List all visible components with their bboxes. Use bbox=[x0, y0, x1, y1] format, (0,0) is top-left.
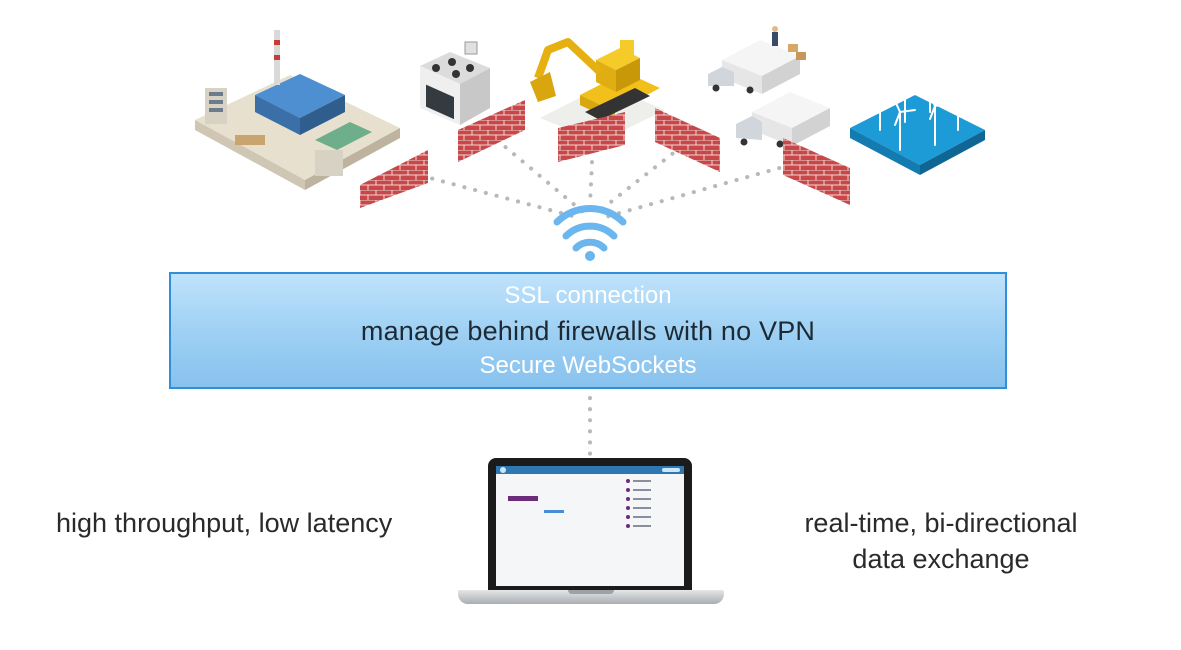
ssl-connection-banner: SSL connection manage behind firewalls w… bbox=[169, 272, 1007, 389]
delivery-trucks-icon bbox=[708, 26, 830, 148]
right-caption-line2: data exchange bbox=[852, 544, 1030, 574]
app-side-list bbox=[626, 478, 676, 532]
laptop-icon bbox=[458, 458, 724, 616]
list-item bbox=[626, 478, 676, 483]
app-logo-icon bbox=[500, 467, 506, 473]
right-caption: real-time, bi-directional data exchange bbox=[772, 505, 1110, 577]
banner-firewall-text: manage behind firewalls with no VPN bbox=[360, 315, 816, 346]
factory-icon bbox=[195, 30, 400, 190]
wifi-icon bbox=[553, 205, 627, 261]
laptop-screen bbox=[496, 466, 684, 586]
laptop-base bbox=[458, 590, 724, 604]
app-menu-item bbox=[508, 496, 538, 501]
banner-ssl-connection: SSL connection bbox=[504, 281, 672, 309]
list-item bbox=[626, 496, 676, 501]
wind-farm-icon bbox=[850, 55, 985, 175]
left-caption: high throughput, low latency bbox=[56, 508, 393, 538]
list-item bbox=[626, 514, 676, 519]
kitchen-stove-icon bbox=[420, 41, 490, 125]
list-item bbox=[626, 505, 676, 510]
app-link bbox=[544, 510, 564, 513]
list-item bbox=[626, 487, 676, 492]
firewall-icon bbox=[360, 100, 850, 208]
app-header-bar bbox=[496, 466, 684, 474]
list-item bbox=[626, 523, 676, 528]
right-caption-line1: real-time, bi-directional bbox=[804, 508, 1078, 538]
laptop-notch bbox=[568, 590, 614, 594]
app-user-icon bbox=[662, 468, 680, 472]
laptop-screen-bezel bbox=[488, 458, 692, 590]
banner-websockets: Secure WebSockets bbox=[479, 351, 697, 379]
